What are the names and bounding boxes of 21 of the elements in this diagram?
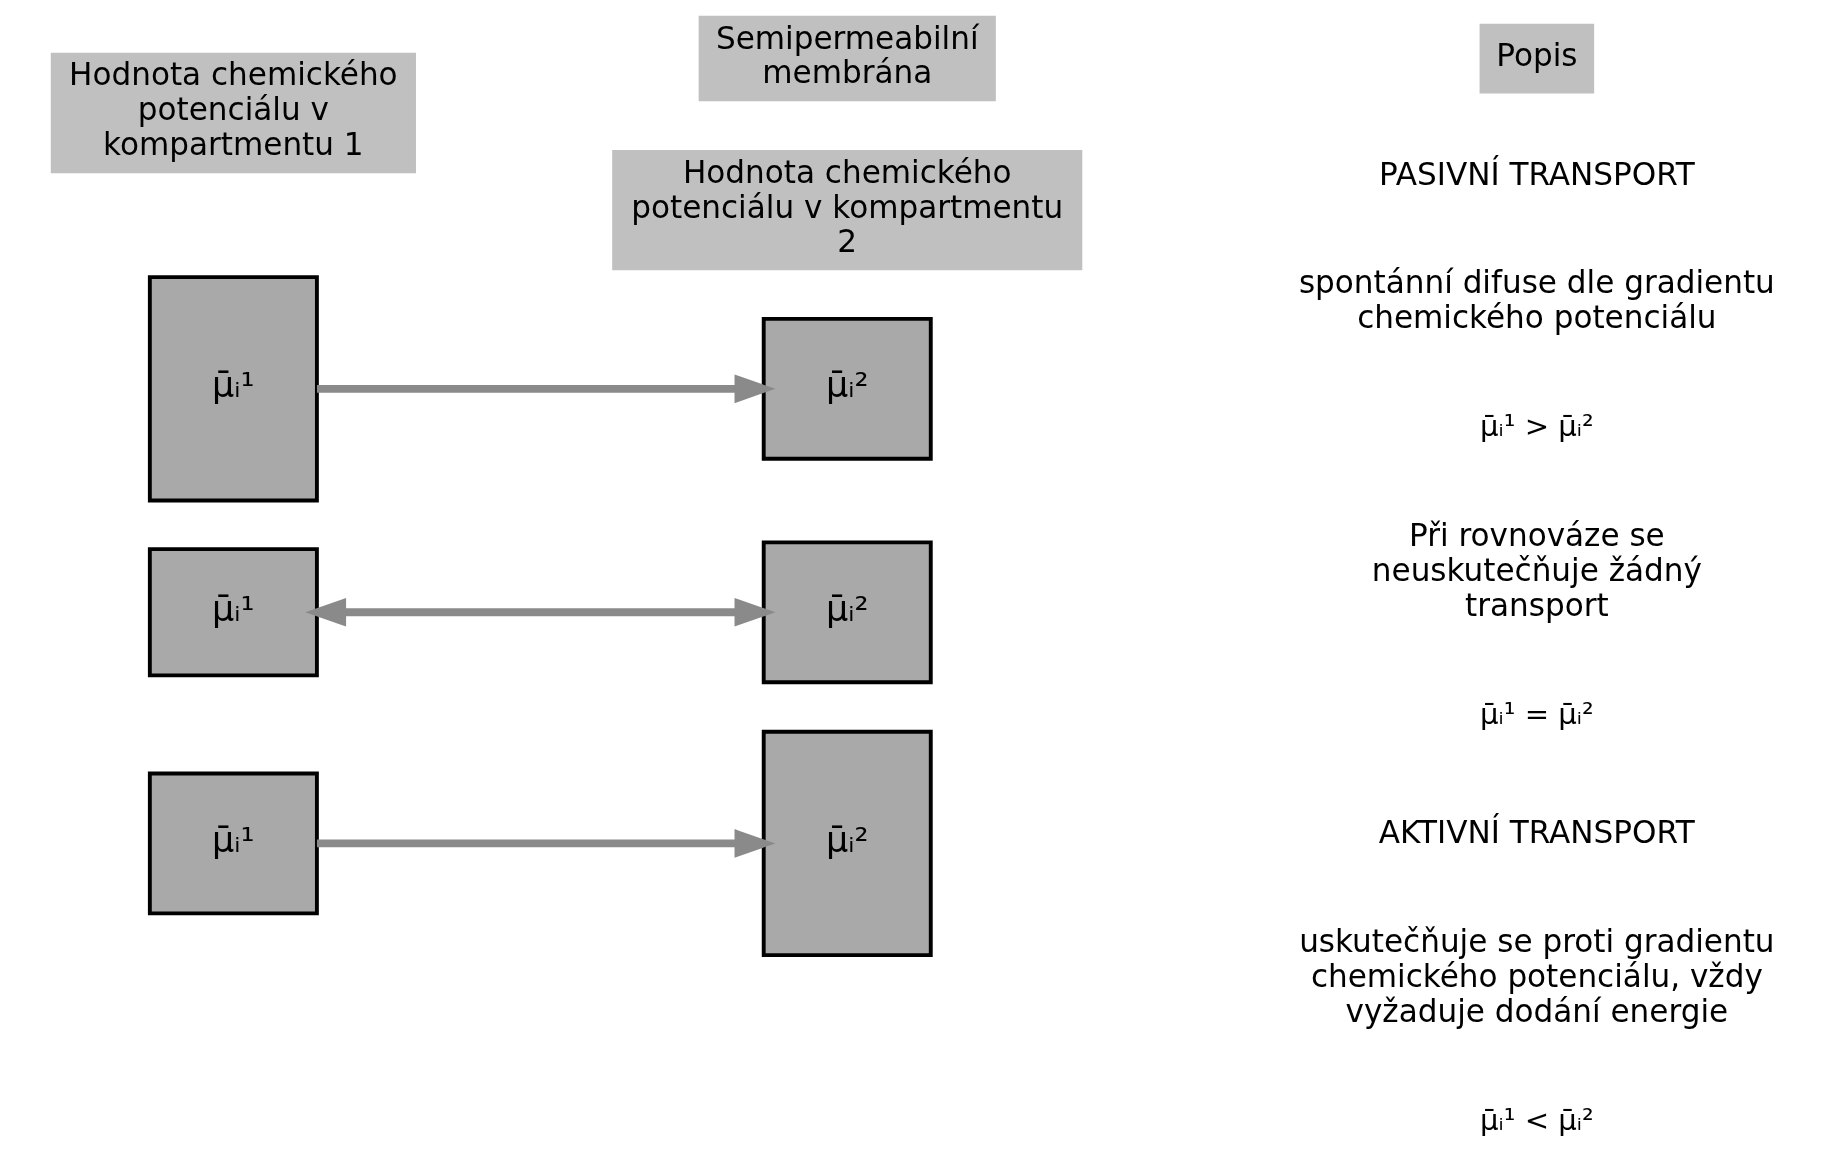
arrow xyxy=(316,829,775,858)
node-box: μ̄ᵢ¹ xyxy=(147,547,319,678)
node-box: μ̄ᵢ² xyxy=(761,540,933,685)
node-box: μ̄ᵢ¹ xyxy=(147,771,319,916)
label: uskutečňuje se proti gradientu chemického potenciálu, vždy vyžaduje dodání energie xyxy=(1298,922,1775,1029)
node-box: μ̄ᵢ² xyxy=(761,316,933,461)
node-box: μ̄ᵢ² xyxy=(761,729,933,958)
label: Semipermeabilní membrána xyxy=(715,19,979,91)
label: Popis xyxy=(1495,36,1577,73)
label: PASIVNÍ TRANSPORT xyxy=(1378,155,1695,192)
label: μ̄ᵢ¹ > μ̄ᵢ² xyxy=(1479,409,1594,444)
label: Hodnota chemického potenciálu v kompartmentu 1 xyxy=(68,56,398,163)
node-box: μ̄ᵢ¹ xyxy=(147,275,319,503)
label: μ̄ᵢ¹ < μ̄ᵢ² xyxy=(1479,1102,1594,1137)
label: Hodnota chemického potenciálu v kompartmentu 2 xyxy=(630,153,1063,260)
label: AKTIVNÍ TRANSPORT xyxy=(1378,814,1695,851)
label: Při rovnováze se neuskutečňuje žádný transport xyxy=(1371,516,1702,623)
arrow xyxy=(316,374,775,404)
label: μ̄ᵢ¹ = μ̄ᵢ² xyxy=(1479,696,1594,731)
label: spontánní difuse dle gradientu chemického potenciálu xyxy=(1298,264,1775,336)
arrow xyxy=(304,597,775,627)
